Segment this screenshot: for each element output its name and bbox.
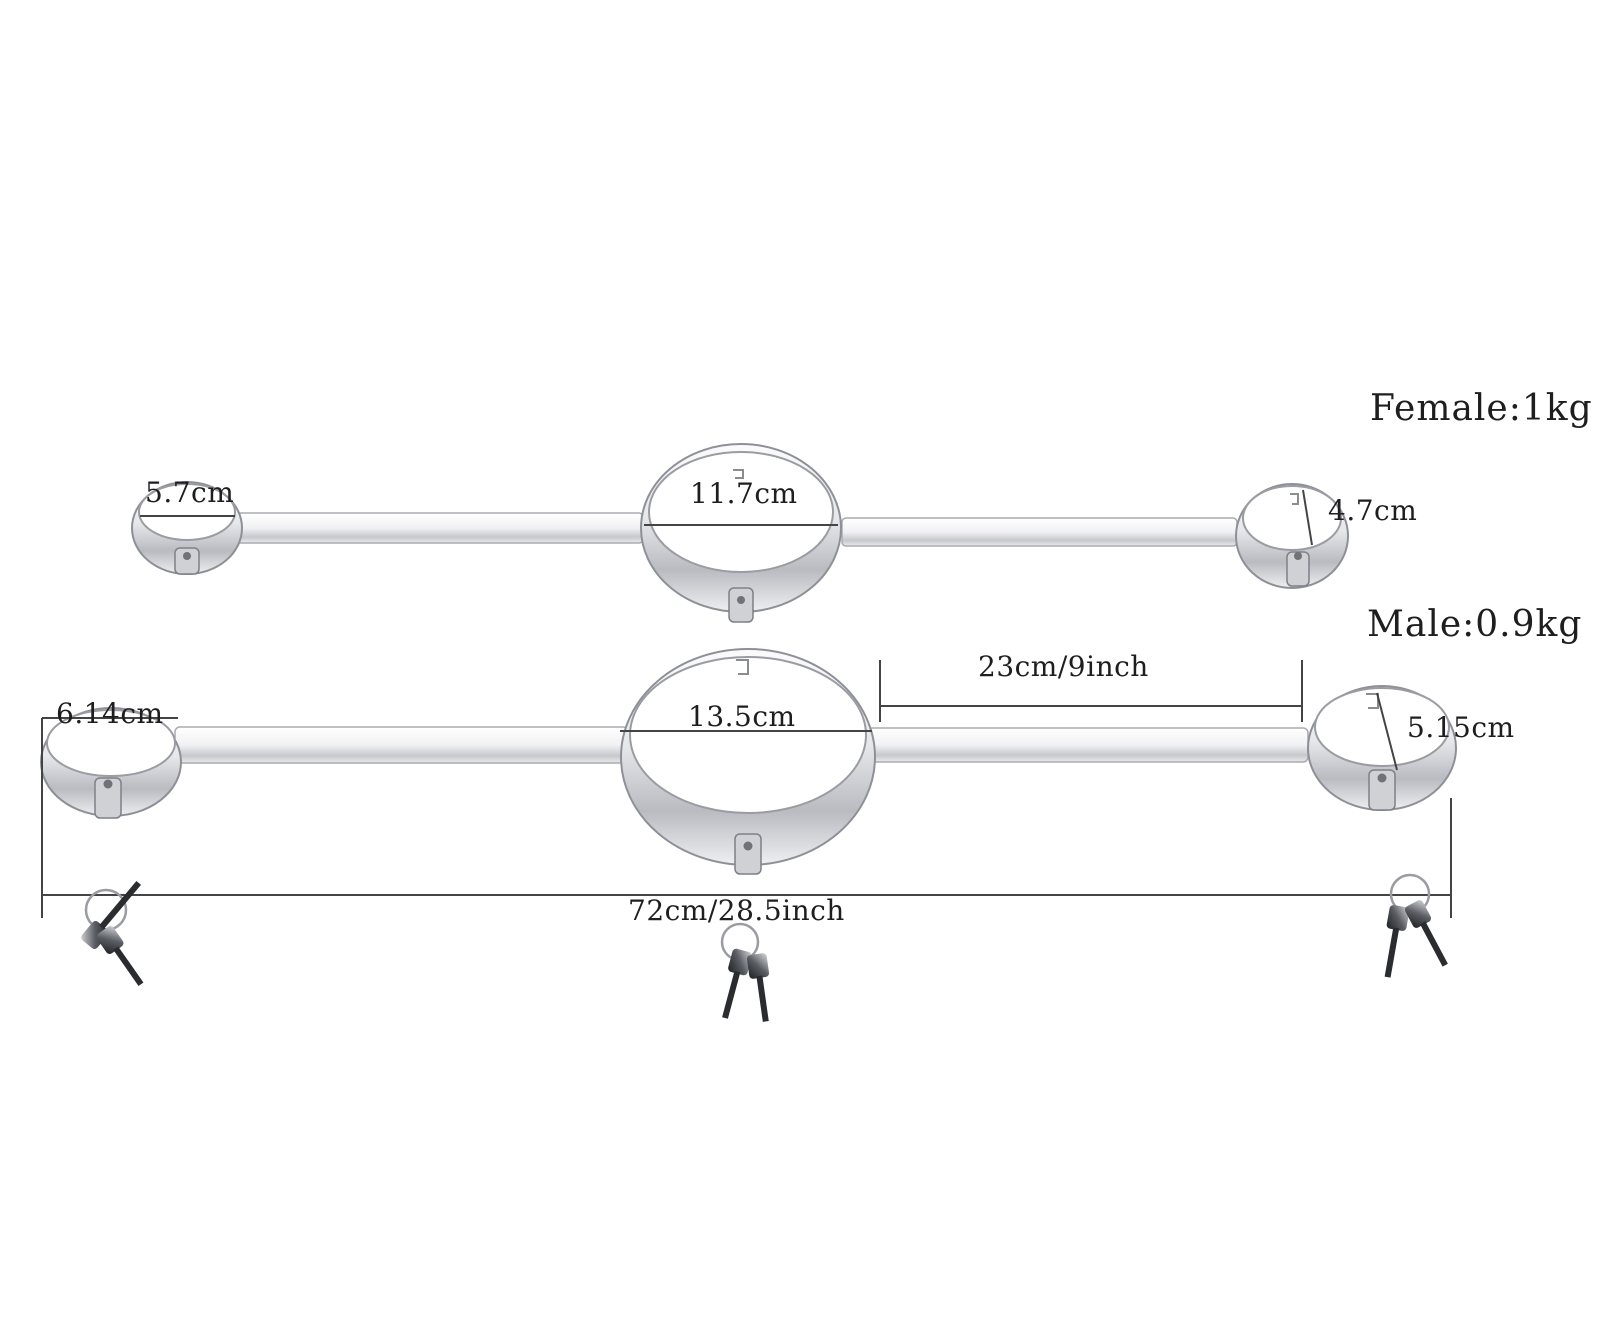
key-set-right bbox=[1384, 873, 1448, 978]
female-bar-set bbox=[131, 443, 1349, 623]
key-icon bbox=[1404, 900, 1432, 928]
female-left-bar bbox=[227, 512, 644, 544]
total-length-size: 72cm/28.5inch bbox=[628, 894, 845, 927]
male-right-cuff-size: 5.15cm bbox=[1407, 711, 1515, 744]
key-icon bbox=[96, 926, 124, 954]
female-right-bar bbox=[841, 517, 1238, 547]
lock-icon bbox=[728, 587, 754, 623]
female-right-cuff-size: 4.7cm bbox=[1328, 494, 1418, 527]
right-cuff-measure-line bbox=[1302, 489, 1313, 546]
male-right-bar bbox=[867, 727, 1309, 763]
male-left-cuff-size: 6.14cm bbox=[56, 697, 164, 730]
male-collar-size: 13.5cm bbox=[688, 700, 796, 733]
female-left-cuff-size: 5.7cm bbox=[145, 476, 235, 509]
female-collar bbox=[640, 443, 842, 623]
key-icon bbox=[746, 953, 770, 979]
key-icon bbox=[1386, 905, 1410, 931]
female-left-cuff bbox=[131, 481, 243, 575]
key-set-left bbox=[81, 880, 144, 986]
bar-length-size: 23cm/9inch bbox=[978, 650, 1149, 683]
male-bar-set bbox=[40, 648, 1457, 918]
female-collar-size: 11.7cm bbox=[690, 477, 798, 510]
female-weight-label: Female:1kg bbox=[1370, 388, 1593, 429]
male-weight-label: Male:0.9kg bbox=[1367, 604, 1583, 645]
hinge-icon bbox=[174, 547, 200, 575]
key-set-center bbox=[720, 922, 770, 1022]
key-icon bbox=[728, 948, 752, 976]
hinge-icon bbox=[94, 777, 122, 819]
male-collar bbox=[620, 648, 876, 875]
female-right-cuff bbox=[1235, 483, 1349, 589]
male-right-cuff-measure-line bbox=[1376, 692, 1398, 771]
male-right-cuff bbox=[1307, 685, 1457, 811]
hinge-icon bbox=[1368, 769, 1396, 811]
lock-icon bbox=[734, 833, 762, 875]
male-left-cuff bbox=[40, 707, 182, 819]
male-left-bar bbox=[174, 726, 629, 764]
